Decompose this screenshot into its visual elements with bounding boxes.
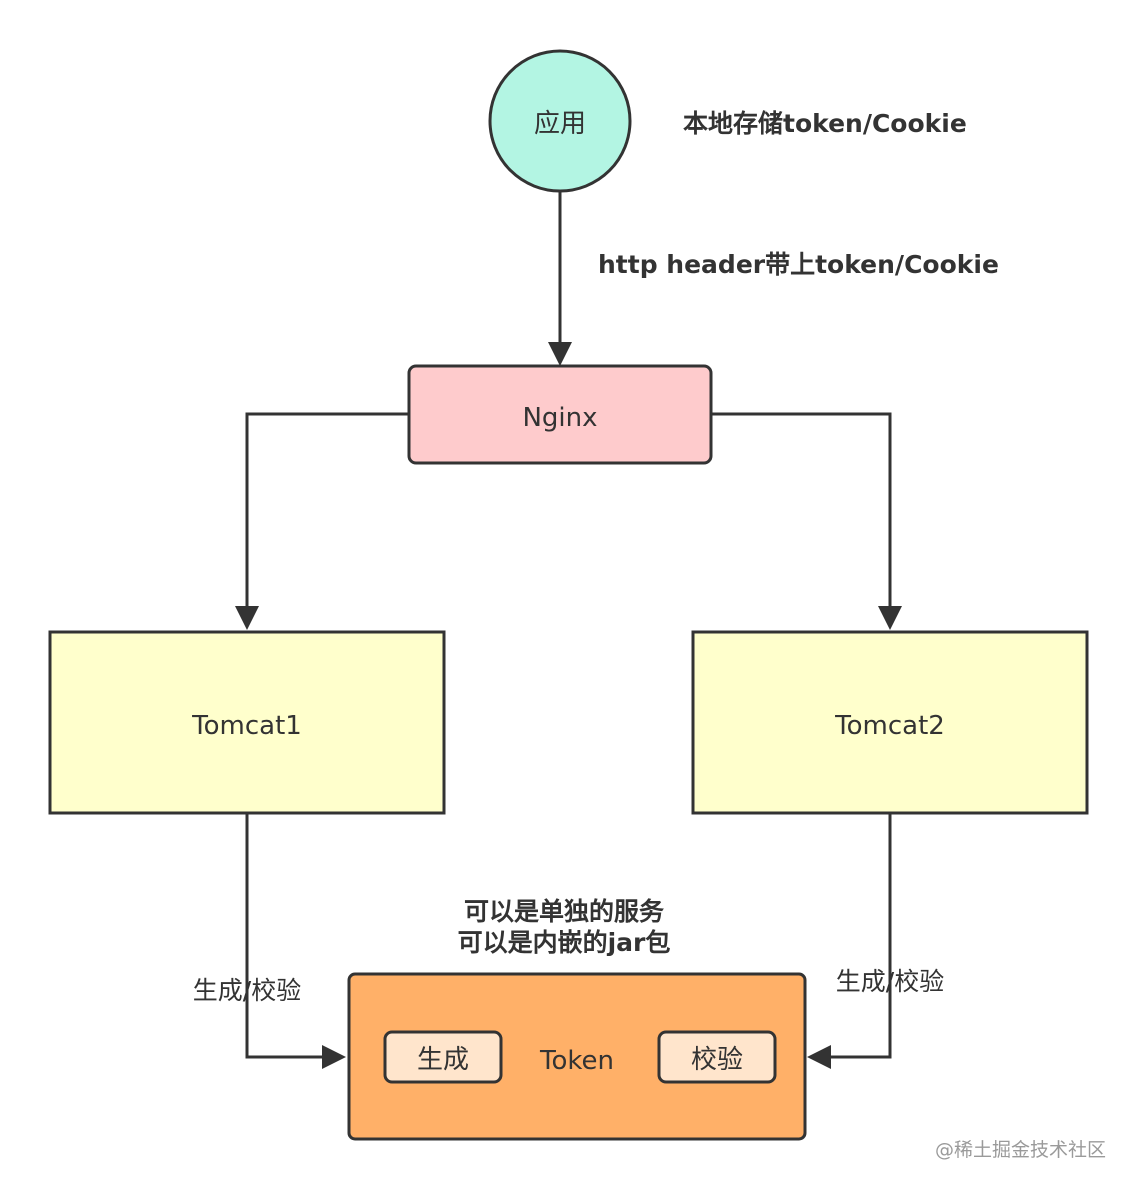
tomcat1-box bbox=[48, 630, 446, 815]
nginx-box bbox=[407, 364, 713, 465]
token-label: Token bbox=[539, 1046, 614, 1076]
local-storage-note: 本地存储token/Cookie bbox=[683, 109, 967, 138]
token-verify-box bbox=[657, 1030, 777, 1084]
tomcat1-node: Tomcat1 bbox=[48, 630, 446, 815]
edge-tomcat1-to-token bbox=[245, 814, 322, 1059]
tomcat2-box bbox=[691, 630, 1089, 815]
arrow-nginx-to-tomcat1 bbox=[235, 606, 259, 630]
arrow-app-to-nginx bbox=[548, 342, 572, 366]
nginx-node: Nginx bbox=[407, 364, 713, 465]
token-generate-label: 生成 bbox=[417, 1045, 469, 1075]
arrow-tomcat2-to-token bbox=[807, 1045, 831, 1069]
nginx-label: Nginx bbox=[522, 403, 597, 433]
tomcat2-label: Tomcat2 bbox=[834, 711, 945, 741]
service-note-line2: 可以是内嵌的jar包 bbox=[458, 928, 671, 957]
edge-tomcat2-to-token bbox=[831, 814, 892, 1059]
watermark: @稀土掘金技术社区 bbox=[935, 1139, 1106, 1161]
http-header-note: http header带上token/Cookie bbox=[598, 250, 999, 279]
edge-nginx-to-tomcat1 bbox=[245, 412, 409, 606]
app-circle bbox=[488, 49, 632, 193]
right-edge-label: 生成/校验 bbox=[836, 967, 944, 996]
app-label: 应用 bbox=[534, 109, 586, 139]
arrow-tomcat1-to-token bbox=[322, 1045, 346, 1069]
token-node: Token 生成 校验 bbox=[347, 972, 807, 1141]
edge-nginx-to-tomcat2 bbox=[711, 412, 892, 606]
token-generate-box bbox=[383, 1030, 503, 1084]
connectors bbox=[235, 190, 902, 1069]
left-edge-label: 生成/校验 bbox=[193, 976, 301, 1005]
arrow-nginx-to-tomcat2 bbox=[878, 606, 902, 630]
app-node: 应用 bbox=[488, 49, 632, 193]
annotations: 本地存储token/Cookie http header带上token/Cook… bbox=[193, 109, 999, 1005]
token-box bbox=[347, 972, 807, 1141]
service-note-line1: 可以是单独的服务 bbox=[464, 897, 664, 926]
tomcat2-node: Tomcat2 bbox=[691, 630, 1089, 815]
token-verify-label: 校验 bbox=[691, 1045, 743, 1075]
tomcat1-label: Tomcat1 bbox=[191, 711, 302, 741]
